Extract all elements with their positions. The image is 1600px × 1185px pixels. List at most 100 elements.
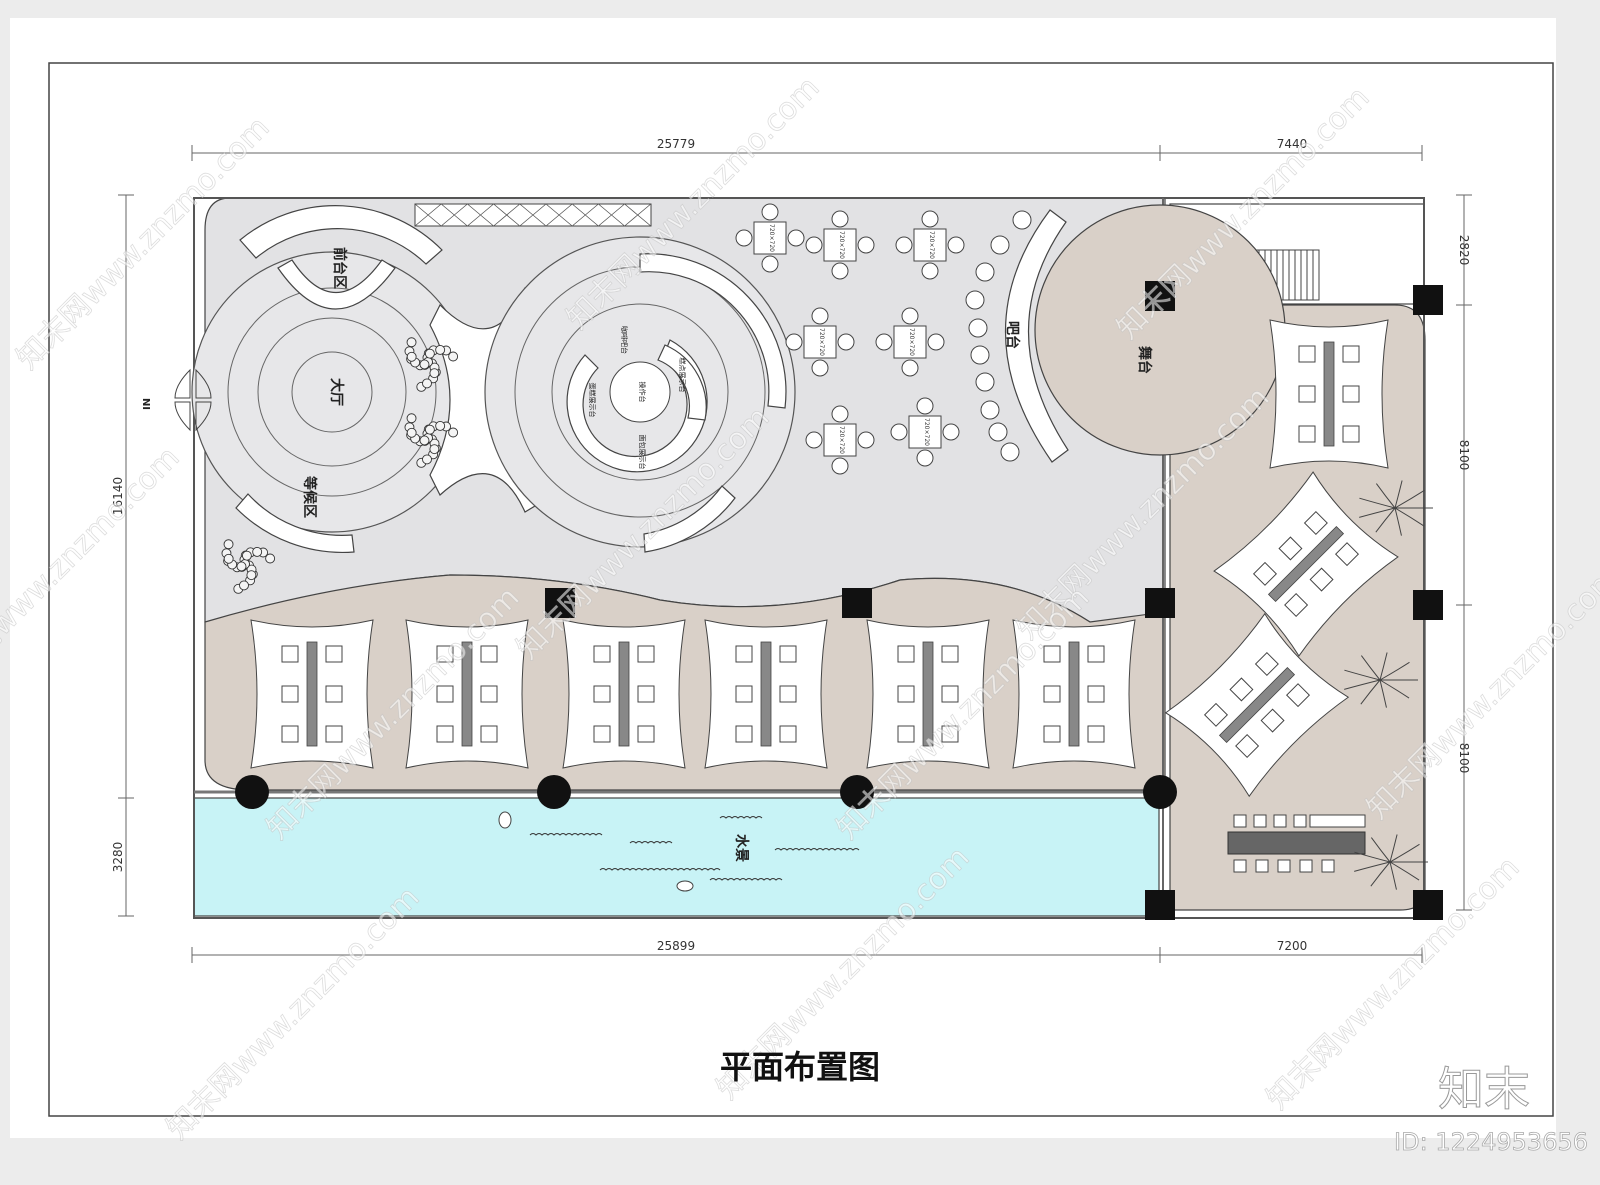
booth-seat (593, 685, 611, 703)
table-top (823, 228, 857, 262)
table-top (753, 221, 787, 255)
tree-leaf (429, 368, 440, 379)
branch-line (1354, 861, 1391, 872)
truss-brace (414, 203, 442, 227)
table-chair (947, 236, 965, 254)
booth-seat (1260, 708, 1285, 733)
counter-stool (1233, 859, 1247, 873)
cafe-table: 720×720 (875, 307, 945, 377)
tree-leaf (406, 427, 417, 438)
plant-decorations (221, 337, 1433, 890)
tree-leaf (265, 553, 276, 564)
booth-seat (1087, 725, 1105, 743)
branch-line (1394, 507, 1425, 527)
counter-stool (1277, 859, 1291, 873)
branch-line (1389, 861, 1397, 890)
bar-stool (988, 422, 1008, 442)
booth-seat (325, 685, 343, 703)
booth-table (1267, 525, 1345, 603)
table-chair (921, 262, 939, 280)
round-column (235, 775, 269, 809)
booth-label-ring-3: 咖啡吧台 (620, 326, 629, 354)
dining-booth (866, 619, 990, 769)
booth-table (760, 641, 772, 747)
table-chair (927, 333, 945, 351)
dim-left-upper: 16140 (111, 477, 125, 515)
brand-logo: 知末 (1438, 1062, 1530, 1116)
bar-stool (970, 345, 990, 365)
truss-brace (519, 203, 547, 227)
room-label-waiting: 等候区 (301, 476, 318, 518)
booth-seat (897, 645, 915, 663)
table-size-label: 720×720 (838, 426, 845, 454)
truss-brace (571, 203, 599, 227)
tree-leaf (223, 539, 234, 550)
booth-seat (436, 685, 454, 703)
entrance-label: IN (142, 398, 153, 410)
branch-line (1359, 507, 1396, 518)
table-size-label: 720×720 (928, 231, 935, 259)
booth-seat (1285, 683, 1311, 708)
water-stone (676, 880, 694, 892)
tree-leaf (419, 359, 430, 370)
ripple-line (719, 816, 763, 819)
bar-stool (968, 318, 988, 338)
dining-booth (562, 619, 686, 769)
booth-seat (1229, 677, 1254, 702)
table-chair (857, 236, 875, 254)
lobby-zone (191, 205, 473, 554)
booth-seat (735, 725, 753, 743)
table-top (823, 423, 857, 457)
cafe-table: 720×720 (895, 210, 965, 280)
dining-booth (704, 619, 828, 769)
table-chair (890, 423, 908, 441)
booth-seat (637, 725, 655, 743)
bar-stool (975, 262, 995, 282)
booth-seat (779, 645, 797, 663)
counter-stool (1233, 814, 1247, 828)
table-chair (921, 210, 939, 228)
tree-leaf (429, 444, 440, 455)
table-chair (805, 431, 823, 449)
truss-brace (624, 203, 652, 227)
structural-columns (235, 281, 1443, 920)
booth-seat (1278, 536, 1303, 561)
cafe-table: 720×720 (805, 405, 875, 475)
square-column (842, 588, 872, 618)
table-chair (901, 307, 919, 325)
branch-line (1394, 480, 1403, 509)
tree-leaf (246, 570, 257, 581)
booth-seat (480, 645, 498, 663)
table-size-label: 720×720 (768, 224, 775, 252)
display-ring-counter (639, 253, 787, 409)
booth-table (306, 641, 318, 747)
booth-seat (325, 645, 343, 663)
cafe-table: 720×720 (805, 210, 875, 280)
display-counter (1227, 814, 1366, 873)
branch-decoration (1344, 652, 1418, 708)
branch-line (1394, 507, 1402, 536)
square-column (545, 588, 575, 618)
booth-seat (1254, 651, 1279, 677)
dining-booth (1164, 612, 1350, 798)
dim-bottom-left: 25899 (657, 939, 695, 953)
branch-line (1389, 843, 1420, 863)
table-size-label: 720×720 (908, 328, 915, 356)
table-chair (831, 210, 849, 228)
booth-seat (941, 645, 959, 663)
table-chair (942, 423, 960, 441)
image-id: ID: 1224953656 (1394, 1128, 1588, 1156)
dim-top-left: 25779 (657, 137, 695, 151)
bar-stools (965, 210, 1032, 462)
tree-leaf (424, 348, 435, 359)
booth-seat (1087, 645, 1105, 663)
table-size-label: 720×720 (838, 231, 845, 259)
table-chair (787, 229, 805, 247)
branch-line (1394, 489, 1425, 509)
branch-line (1344, 679, 1381, 690)
ripple-line (599, 868, 721, 871)
tree (221, 539, 276, 594)
tree-leaf (406, 351, 417, 362)
